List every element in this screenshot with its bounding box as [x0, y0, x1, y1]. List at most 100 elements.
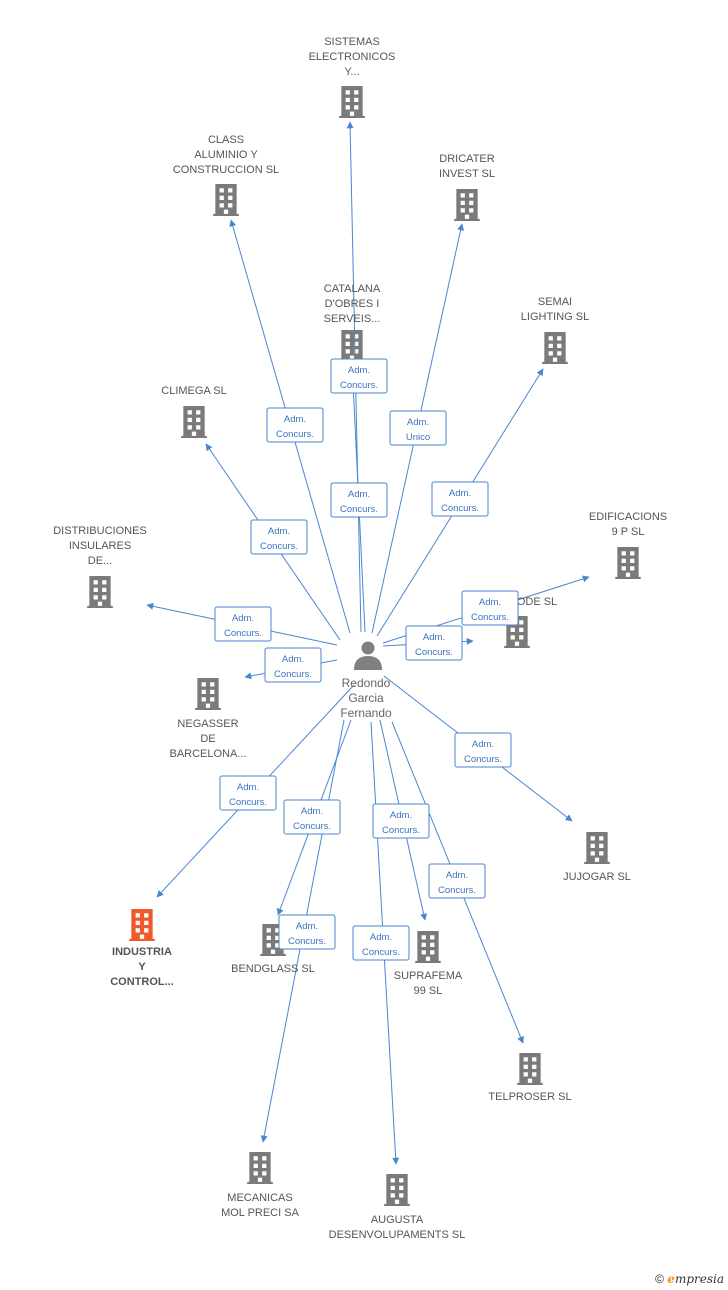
relation-label: Adm.: [423, 632, 445, 643]
company-label: JUJOGAR SL: [563, 871, 631, 883]
company-label: TELPROSER SL: [488, 1091, 571, 1103]
relation-label: Concurs.: [276, 429, 314, 440]
person-name-label: Redondo: [342, 676, 391, 690]
relation-box: [428, 863, 486, 899]
company-label: BENDGLASS SL: [231, 963, 315, 975]
building-icon: [584, 832, 610, 864]
relation-box: [214, 606, 272, 642]
copyright-icon: ©: [655, 1272, 664, 1286]
company-node-negasser[interactable]: NEGASSERDEBARCELONA...: [169, 678, 247, 760]
company-label: ALUMINIO Y: [194, 149, 258, 161]
person-icon: [361, 641, 375, 655]
company-label: SISTEMAS: [324, 36, 380, 48]
relation-label: Adm.: [390, 810, 412, 821]
company-node-class[interactable]: CLASS ALUMINIO Y CONSTRUCCION SL: [173, 134, 279, 216]
relation-badge-telproser[interactable]: Adm.Concurs.: [428, 863, 486, 899]
company-label: CATALANA: [324, 283, 381, 295]
company-node-distribuciones[interactable]: DISTRIBUCIONESINSULARESDE...: [53, 525, 147, 608]
relation-badge-edificacions[interactable]: Adm.Concurs.: [461, 590, 519, 626]
building-icon: [415, 931, 441, 963]
relation-badge-mecanicas[interactable]: Adm.Concurs.: [278, 914, 336, 950]
relation-badge-augusta[interactable]: Adm. Concurs.: [352, 925, 410, 961]
company-node-sistemas[interactable]: SISTEMAS ELECTRONICOS Y...: [309, 36, 396, 118]
relation-badge-jujogar[interactable]: Adm.Concurs.: [454, 732, 512, 768]
relation-badge-industria[interactable]: Adm.Concurs.: [219, 775, 277, 811]
company-label: Y: [138, 961, 146, 973]
building-icon: [384, 1174, 410, 1206]
relation-label: Concurs.: [441, 503, 479, 514]
relation-box: [250, 519, 308, 555]
company-label: CLASS: [208, 134, 244, 146]
relation-label: Unico: [406, 432, 430, 443]
relation-label: Concurs.: [362, 947, 400, 958]
company-label: INVEST SL: [439, 168, 495, 180]
company-label: CLIMEGA SL: [161, 385, 226, 397]
relation-label: Concurs.: [274, 669, 312, 680]
company-label: Y...: [344, 66, 359, 78]
building-icon: [247, 1152, 273, 1184]
relation-label: Adm.: [348, 365, 370, 376]
relation-badge-ode[interactable]: Adm.Concurs.: [405, 625, 463, 661]
relation-badge-distribuciones[interactable]: Adm.Concurs.: [214, 606, 272, 642]
relation-label: Concurs.: [224, 628, 262, 639]
company-label: MOL PRECI SA: [221, 1207, 299, 1219]
building-icon: [615, 547, 641, 579]
company-label: DISTRIBUCIONES: [53, 525, 147, 537]
relation-label: Adm.: [237, 782, 259, 793]
relation-box: [283, 799, 341, 835]
company-node-climega[interactable]: CLIMEGA SL: [161, 385, 227, 438]
company-node-industria[interactable]: INDUSTRIA Y CONTROL...: [110, 909, 174, 988]
relation-label: Adm.: [370, 932, 392, 943]
relation-label: Concurs.: [293, 821, 331, 832]
relation-badge-climega[interactable]: Adm.Concurs.: [250, 519, 308, 555]
relation-label: Adm.: [284, 414, 306, 425]
company-node-ode[interactable]: ODE SL: [504, 596, 557, 648]
company-label: DRICATER: [439, 153, 494, 165]
relation-box: [454, 732, 512, 768]
relation-label: Adm.: [446, 870, 468, 881]
relation-label: Adm.: [268, 526, 290, 537]
company-node-jujogar[interactable]: JUJOGAR SL: [563, 832, 631, 883]
relation-badge-dricater[interactable]: Adm.Unico: [389, 410, 447, 446]
company-node-telproser[interactable]: TELPROSER SL: [488, 1053, 572, 1103]
relations-layer: Adm.Concurs.Adm.Concurs.Adm.UnicoAdm.Con…: [214, 358, 519, 961]
company-label: CONSTRUCCION SL: [173, 164, 279, 176]
building-icon: [454, 189, 480, 221]
relation-box: [352, 925, 410, 961]
company-label: INDUSTRIA: [112, 946, 172, 958]
relation-box: [405, 625, 463, 661]
company-node-dricater[interactable]: DRICATER INVEST SL: [439, 153, 495, 221]
company-label: LIGHTING SL: [521, 311, 589, 323]
relation-badge-negasser[interactable]: Adm.Concurs.: [264, 647, 322, 683]
relation-label: Adm.: [296, 921, 318, 932]
relation-badge-bendglass[interactable]: Adm.Concurs.: [283, 799, 341, 835]
relation-box: [330, 358, 388, 394]
relation-label: Concurs.: [464, 754, 502, 765]
company-label: DESENVOLUPAMENTS SL: [329, 1229, 466, 1241]
building-icon: [339, 86, 365, 118]
relation-box: [431, 481, 489, 517]
building-icon: [181, 406, 207, 438]
building-icon: [129, 909, 155, 941]
relation-badge-class[interactable]: Adm. Concurs.: [266, 407, 324, 443]
brand-logo[interactable]: empresia: [667, 1272, 724, 1286]
company-label: 99 SL: [414, 985, 443, 997]
company-label: 9 P SL: [612, 526, 645, 538]
relation-badge-catalana[interactable]: Adm.Concurs.: [330, 482, 388, 518]
company-label: CONTROL...: [110, 976, 174, 988]
relation-badge-semai[interactable]: Adm.Concurs.: [431, 481, 489, 517]
relation-badge-suprafema[interactable]: Adm.Concurs.: [372, 803, 430, 839]
company-node-bendglass[interactable]: BENDGLASS SL: [231, 924, 315, 975]
relation-badge-sistemas[interactable]: Adm.Concurs.: [330, 358, 388, 394]
company-label: ELECTRONICOS: [309, 51, 396, 63]
person-name-label: Garcia: [348, 691, 384, 705]
